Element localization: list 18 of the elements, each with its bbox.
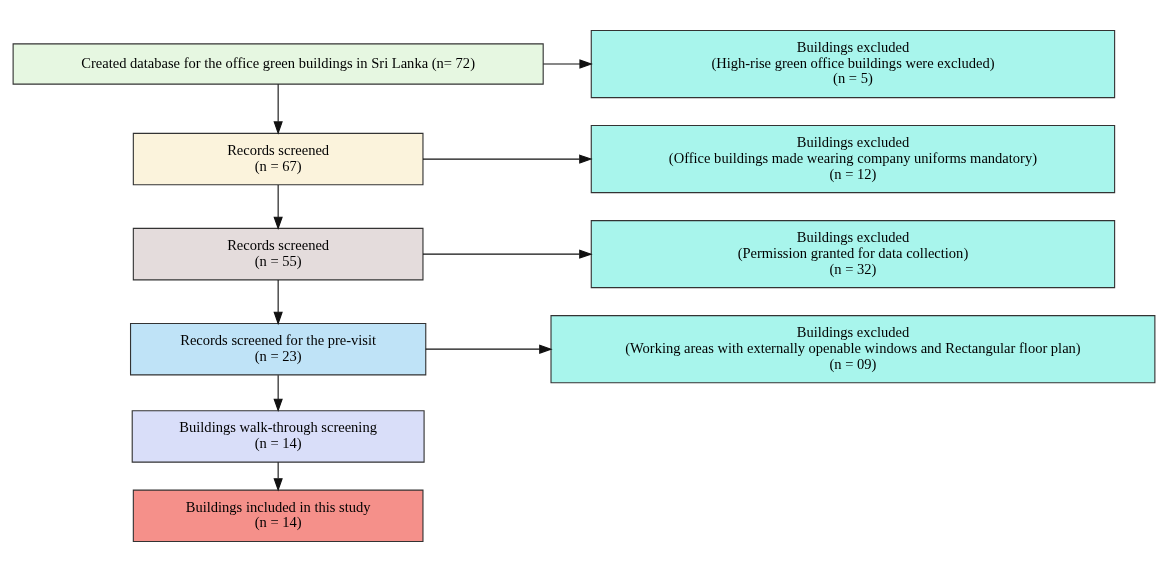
node-box: Created database for the office green buildings in Sri Lanka (n= 72)	[12, 42, 544, 85]
node-box: Buildings excluded (Office buildings made wearing company uniforms mandatory) (n = 12)	[590, 124, 1116, 193]
arrow	[273, 83, 283, 135]
node-box: Records screened for the pre-visit (n = 23)	[130, 322, 427, 375]
node-box: Records screened (n = 55)	[132, 227, 424, 280]
node-box: Buildings excluded (High-rise green office buildings were excluded) (n = 5)	[590, 29, 1116, 98]
node-box: Buildings walk-through screening (n = 14)	[131, 409, 425, 463]
arrow	[273, 184, 283, 230]
node-box: Records screened (n = 67)	[132, 132, 424, 185]
arrow	[273, 374, 283, 412]
arrow	[422, 153, 593, 164]
arrow	[425, 344, 553, 354]
arrow	[542, 58, 593, 69]
arrow	[422, 248, 593, 259]
node-box: Buildings included in this study (n = 14)	[132, 489, 424, 542]
node-box: Buildings excluded (Permission granted for data collection) (n = 32)	[590, 219, 1116, 288]
arrow	[273, 279, 283, 325]
node-box: Buildings excluded (Working areas with externally openable windows and Rectangular floor plan) (n = 09)	[550, 314, 1156, 383]
